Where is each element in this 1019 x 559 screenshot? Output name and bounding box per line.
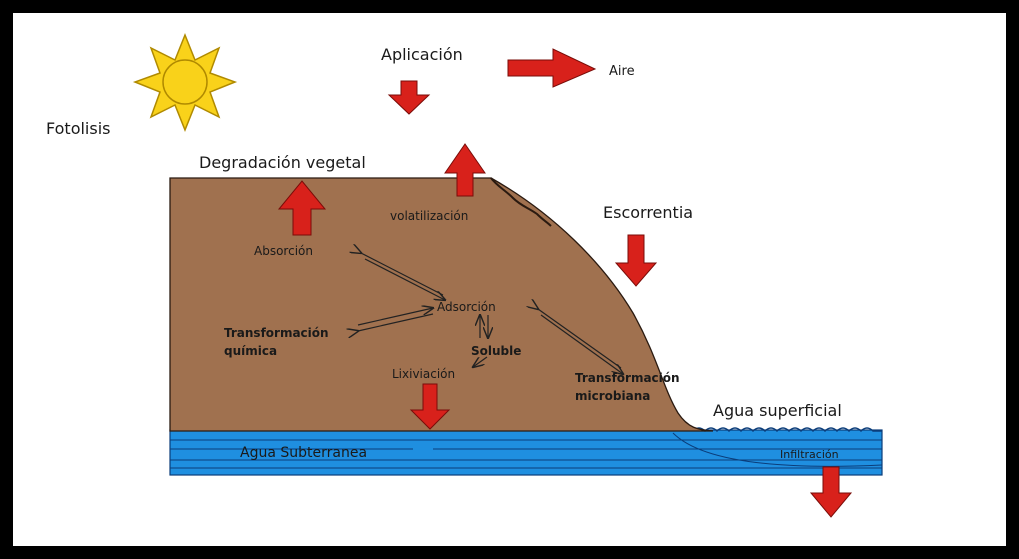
aire-label: Aire <box>609 64 635 79</box>
absorcion-label: Absorción <box>254 244 313 258</box>
aplicacion-down-arrow <box>389 81 429 114</box>
transformacion-quimica-label-line2: química <box>224 344 277 358</box>
aplicacion-label: Aplicación <box>381 45 463 64</box>
sun-icon <box>135 35 235 130</box>
transformacion-microbiana-label-line2: microbiana <box>575 389 650 403</box>
diagram-frame: Fotolisis Aplicación Aire Degradación ve… <box>13 13 1006 546</box>
agua-subterranea-label: Agua Subterranea <box>240 445 367 461</box>
transformacion-quimica-label-line1: Transformación <box>224 326 329 340</box>
adsorcion-label: Adsorción <box>437 300 496 314</box>
pesticide-fate-diagram: Fotolisis Aplicación Aire Degradación ve… <box>13 13 1006 546</box>
infiltracion-label: Infiltración <box>780 448 839 461</box>
aire-right-arrow <box>508 49 595 87</box>
escorrentia-down-arrow <box>616 235 656 286</box>
fotolisis-label: Fotolisis <box>46 119 111 138</box>
escorrentia-label: Escorrentia <box>603 203 693 222</box>
degradacion-vegetal-label: Degradación vegetal <box>199 153 366 172</box>
lixiviacion-label: Lixiviación <box>392 367 455 381</box>
agua-superficial-label: Agua superficial <box>713 401 842 420</box>
volatilizacion-label: volatilización <box>390 209 468 223</box>
transformacion-microbiana-label-line1: Transformación <box>575 371 680 385</box>
soluble-label: Soluble <box>471 344 521 358</box>
